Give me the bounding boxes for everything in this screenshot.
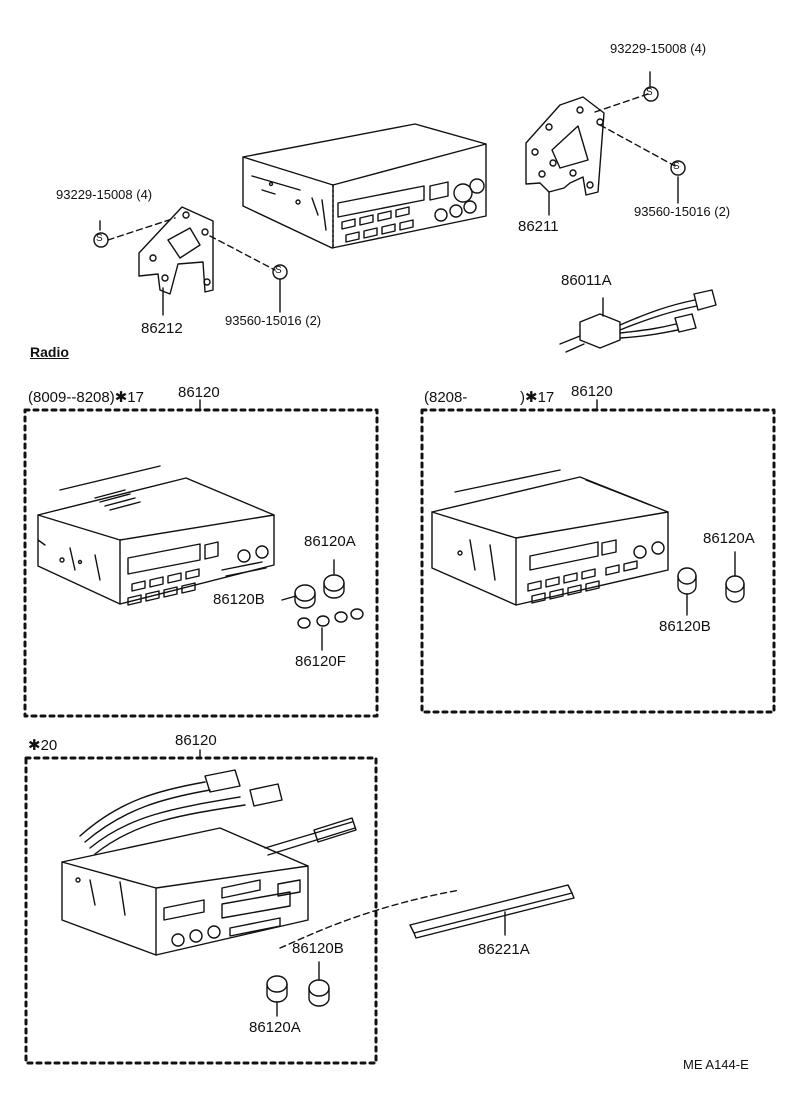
bracket-right-label: 86211 [518,218,559,235]
panel3-part: 86120 [175,732,217,749]
panel1-knob-b: 86120B [213,591,265,608]
panel1-knob-a: 86120A [304,533,356,550]
panel2-range-start: (8208- [424,389,468,406]
bracket-left-label: 86212 [141,320,183,337]
section-title: Radio [30,344,69,360]
screw-mark-4: S [673,161,680,172]
plate-86221A [410,885,574,938]
panel3-knob-b: 86120B [292,940,344,957]
panel1-knobs [282,560,363,650]
screw-mark-3: S [646,87,653,98]
screw-markers [94,87,685,279]
nut-right-label: 93560-15016 (2) [634,204,731,219]
radio-head-unit [243,124,486,248]
bracket-right-86211 [526,97,604,215]
panel2-knob-b: 86120B [659,618,711,635]
bolt-left-label: 93229-15008 (4) [56,187,153,202]
bracket-left-86212 [139,207,213,315]
nut-left-label: 93560-15016 (2) [225,313,322,328]
panel1-part: 86120 [178,384,220,401]
harness-label: 86011A [561,272,612,289]
panel2-frame [422,410,774,712]
screw-mark-1: S [96,233,103,244]
panel1-radio [38,466,274,605]
panel2-range-end: )✱17 [520,389,555,406]
wire-harness-86011A [560,290,716,352]
panel1-frame [25,410,377,716]
panel3-knobs [267,962,329,1016]
bolt-right-label: 93229-15008 (4) [610,41,707,56]
panel2-knob-a: 86120A [703,530,755,547]
panel1-knob-f: 86120F [295,653,346,670]
panel3-range: ✱20 [28,737,58,754]
footer-code: ME A144-E [683,1057,749,1072]
panel3-knob-a: 86120A [249,1019,301,1036]
panel3-radio [62,770,356,955]
screw-mark-2: S [275,265,282,276]
panel2-knobs [678,552,744,615]
plate-label: 86221A [478,941,530,958]
panel2-part: 86120 [571,383,613,400]
panel2-radio [432,470,668,605]
panel1-range: (8009--8208)✱17 [28,389,144,406]
